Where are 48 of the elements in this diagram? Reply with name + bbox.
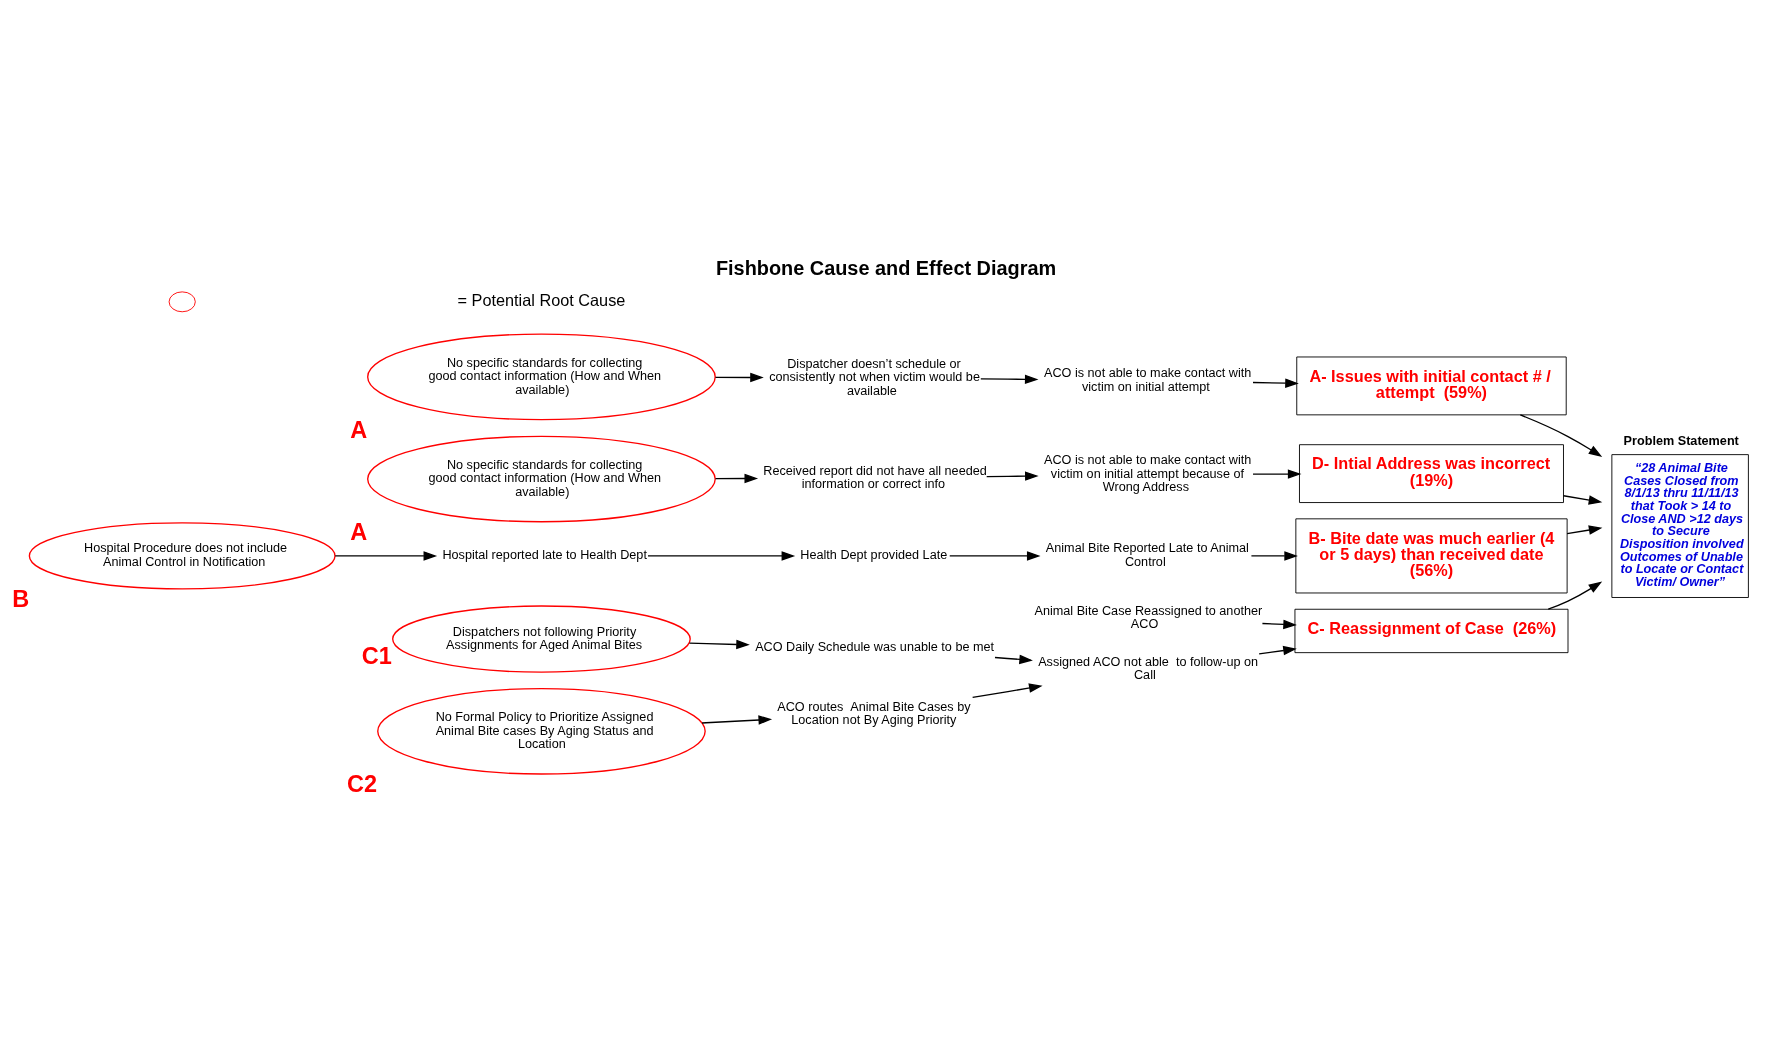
node-text: Received report did not have all needed information or correct info xyxy=(763,463,987,492)
node-label: Problem Statement xyxy=(1623,433,1739,448)
node-box: C- Reassignment of Case (26%) xyxy=(1294,608,1569,654)
arrow xyxy=(701,715,773,725)
node-text: Dispatcher doesn’t schedule or consistently not when victim would be available xyxy=(769,356,980,398)
arrow xyxy=(647,551,796,561)
node-text: ACO routes Animal Bite Cases by Location not By Aging Priority xyxy=(777,699,971,728)
node-text: Hospital reported late to Health Dept xyxy=(442,548,647,563)
node-label: A xyxy=(350,518,368,545)
arrow xyxy=(994,654,1033,665)
arrow xyxy=(1547,581,1603,610)
arrow xyxy=(334,551,438,561)
node-text: Animal Bite Reported Late to Animal Control xyxy=(1045,541,1249,570)
node-text: ACO Daily Schedule was unable to be met xyxy=(755,640,995,655)
arrow xyxy=(1252,378,1299,388)
arrow xyxy=(714,473,759,484)
node-text: Animal Bite Case Reassigned to another ACO xyxy=(1034,603,1263,632)
node-text: Assigned ACO not able to follow-up on Call xyxy=(1038,654,1259,683)
diagram-title: Fishbone Cause and Effect Diagram xyxy=(715,257,1057,280)
node-label: A xyxy=(350,416,368,443)
node-text: Health Dept provided Late xyxy=(800,548,948,563)
arrow xyxy=(986,471,1039,481)
arrow xyxy=(980,374,1039,385)
node-label: B xyxy=(12,586,30,613)
arrow xyxy=(971,683,1043,699)
arrow xyxy=(1252,469,1302,479)
node-box: A- Issues with initial contact # / attempt (59%) xyxy=(1296,356,1567,416)
node-ellipse: No specific standards for collecting good contact information (How and When available) xyxy=(367,333,716,421)
node-box: B- Bite date was much earlier (4 or 5 days) than received date (56%) xyxy=(1295,518,1568,594)
node-label: C1 xyxy=(361,643,392,670)
node-ellipse: Hospital Procedure does not include Animal Control in Notification xyxy=(28,522,336,590)
legend-label: = Potential Root Cause xyxy=(457,290,626,309)
arrow xyxy=(1258,645,1297,656)
node-text: ACO is not able to make contact with victim on initial attempt because of Wrong Address xyxy=(1044,453,1252,495)
node-text: ACO is not able to make contact with victim on initial attempt xyxy=(1044,366,1252,394)
arrow xyxy=(949,551,1041,561)
node-ellipse: No Formal Policy to Prioritize Assigned Animal Bite cases By Aging Status and Location xyxy=(377,687,706,775)
arrow xyxy=(1261,619,1297,630)
node-box: “28 Animal Bite Cases Closed from 8/1/13 thru 11/11/13 that Took > 14 to Close AND >12 days to Secure Disposition involved Outcomes of Unable to Locate or Contact Victim/ Owner” xyxy=(1611,454,1749,598)
arrow xyxy=(1566,525,1603,535)
node-ellipse: Dispatchers not following Priority Assignments for Aged Animal Bites xyxy=(392,605,691,673)
arrow xyxy=(1562,495,1603,505)
arrow xyxy=(688,639,750,650)
arrow xyxy=(1250,551,1298,561)
node-ellipse: No specific standards for collecting good contact information (How and When available) xyxy=(367,435,716,523)
arrow xyxy=(714,372,764,383)
node-label: C2 xyxy=(347,771,378,798)
node-box: D- Intial Address was incorrect (19%) xyxy=(1299,444,1564,503)
